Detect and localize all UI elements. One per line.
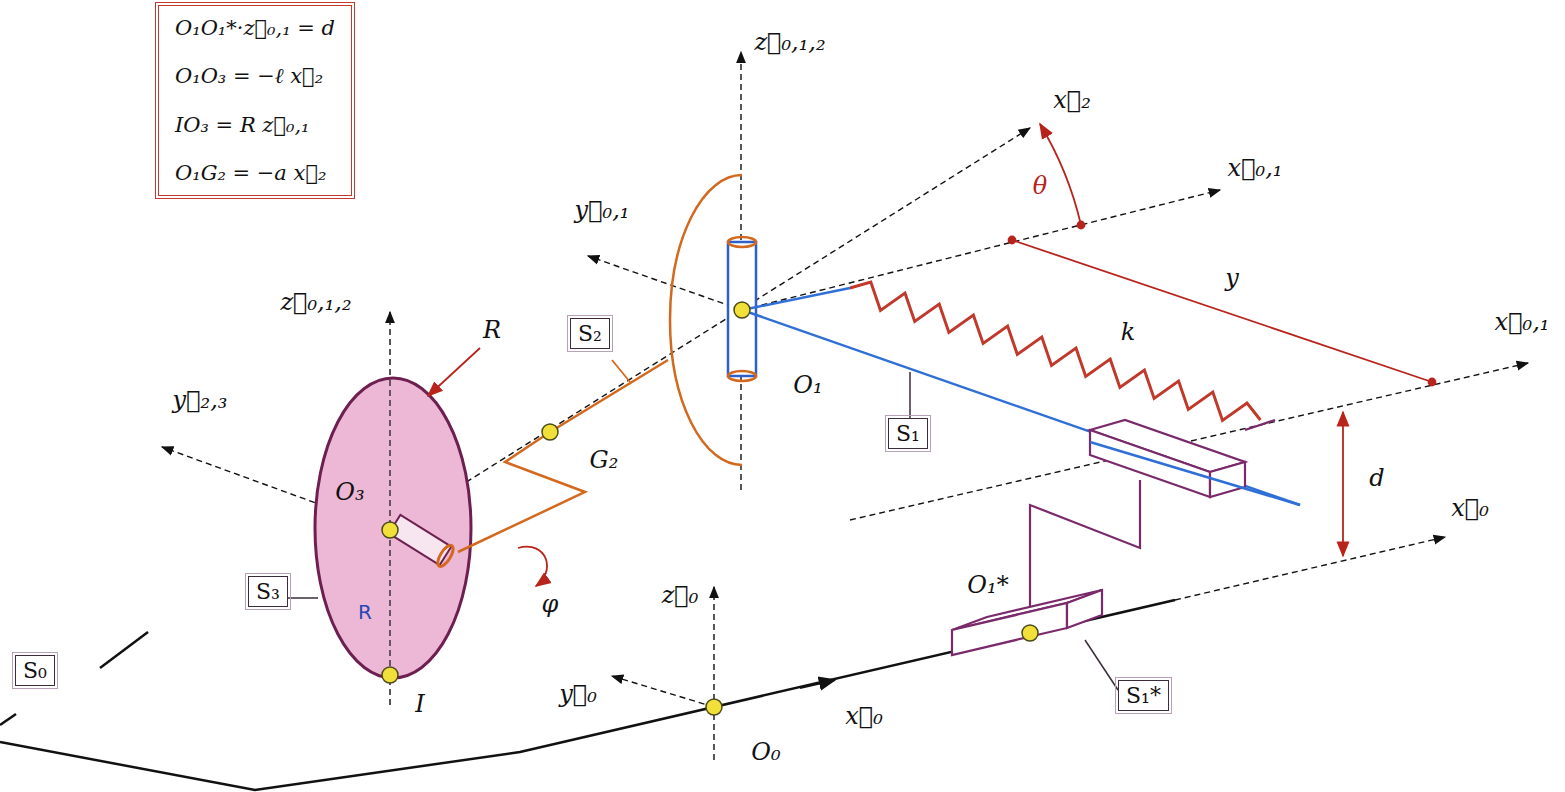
- axis-label: x⃗₀,₁: [1493, 309, 1552, 335]
- point-label: I: [413, 691, 426, 717]
- axis-label: x⃗₀: [843, 703, 885, 729]
- slider-blocks: [952, 420, 1275, 690]
- node-text: O₁G₂ = −a x⃗₂: [175, 161, 335, 185]
- equation-box: O₁O₁*·z⃗₀,₁ = d O₁O₃ = −ℓ x⃗₂ IO₃ = R z⃗₀,…: [155, 2, 355, 199]
- part-tag: S₁: [888, 418, 928, 449]
- node-text: O₁O₁*·z⃗₀,₁ = d: [175, 16, 335, 40]
- axis-label: x⃗₀: [1449, 495, 1491, 521]
- node-text: O₁O₃ = −ℓ x⃗₂: [175, 64, 335, 89]
- slide-rod: [742, 288, 1300, 505]
- axis-label: x⃗₀,₁: [1226, 155, 1285, 181]
- arm-link: [458, 175, 742, 552]
- part-tag: S₀: [15, 655, 55, 686]
- axis-label: z⃗₀: [660, 582, 701, 608]
- point-label: G₂: [588, 447, 621, 473]
- wheel-disk: [248, 378, 471, 678]
- axis-label: y⃗₂,₃: [171, 387, 230, 413]
- angle-label: θ: [1031, 173, 1049, 199]
- ground-frame: [0, 600, 1175, 790]
- point-label: O₃: [333, 479, 366, 505]
- axis-lines: [162, 52, 1528, 760]
- dimension-label: y: [1223, 265, 1241, 291]
- node-text: S₃: [256, 579, 280, 604]
- axis-label: z⃗₀,₁,₂: [278, 289, 353, 315]
- part-tag: S₂: [570, 318, 610, 349]
- node-text: IO₃ = R z⃗₀,₁: [175, 113, 335, 137]
- node-text: S₁*: [1126, 683, 1161, 708]
- dimension-lines: [428, 124, 1436, 586]
- axis-label: y⃗₀: [557, 681, 599, 707]
- dimension-label: d: [1367, 465, 1386, 491]
- node-text: S₁: [896, 421, 920, 446]
- axis-label: x⃗₂: [1051, 87, 1093, 113]
- spring-label: k: [1119, 319, 1138, 345]
- part-tag: S₃: [248, 576, 288, 607]
- point-label: O₁*: [965, 572, 1010, 598]
- point-markers: [382, 302, 1038, 715]
- point-label: O₁: [791, 372, 824, 398]
- node-text: S₀: [23, 658, 47, 683]
- point-label: O₀: [749, 739, 782, 765]
- handwritten-note: R: [356, 601, 374, 623]
- part-tag: S₁*: [1118, 680, 1169, 711]
- dimension-label: R: [481, 317, 503, 343]
- rod-through-slider: [1090, 442, 1300, 505]
- angle-label: φ: [540, 591, 561, 617]
- axis-label: z⃗₀,₁,₂: [752, 29, 827, 55]
- axis-label: y⃗₀,₁: [573, 197, 632, 223]
- node-text: S₂: [578, 321, 602, 346]
